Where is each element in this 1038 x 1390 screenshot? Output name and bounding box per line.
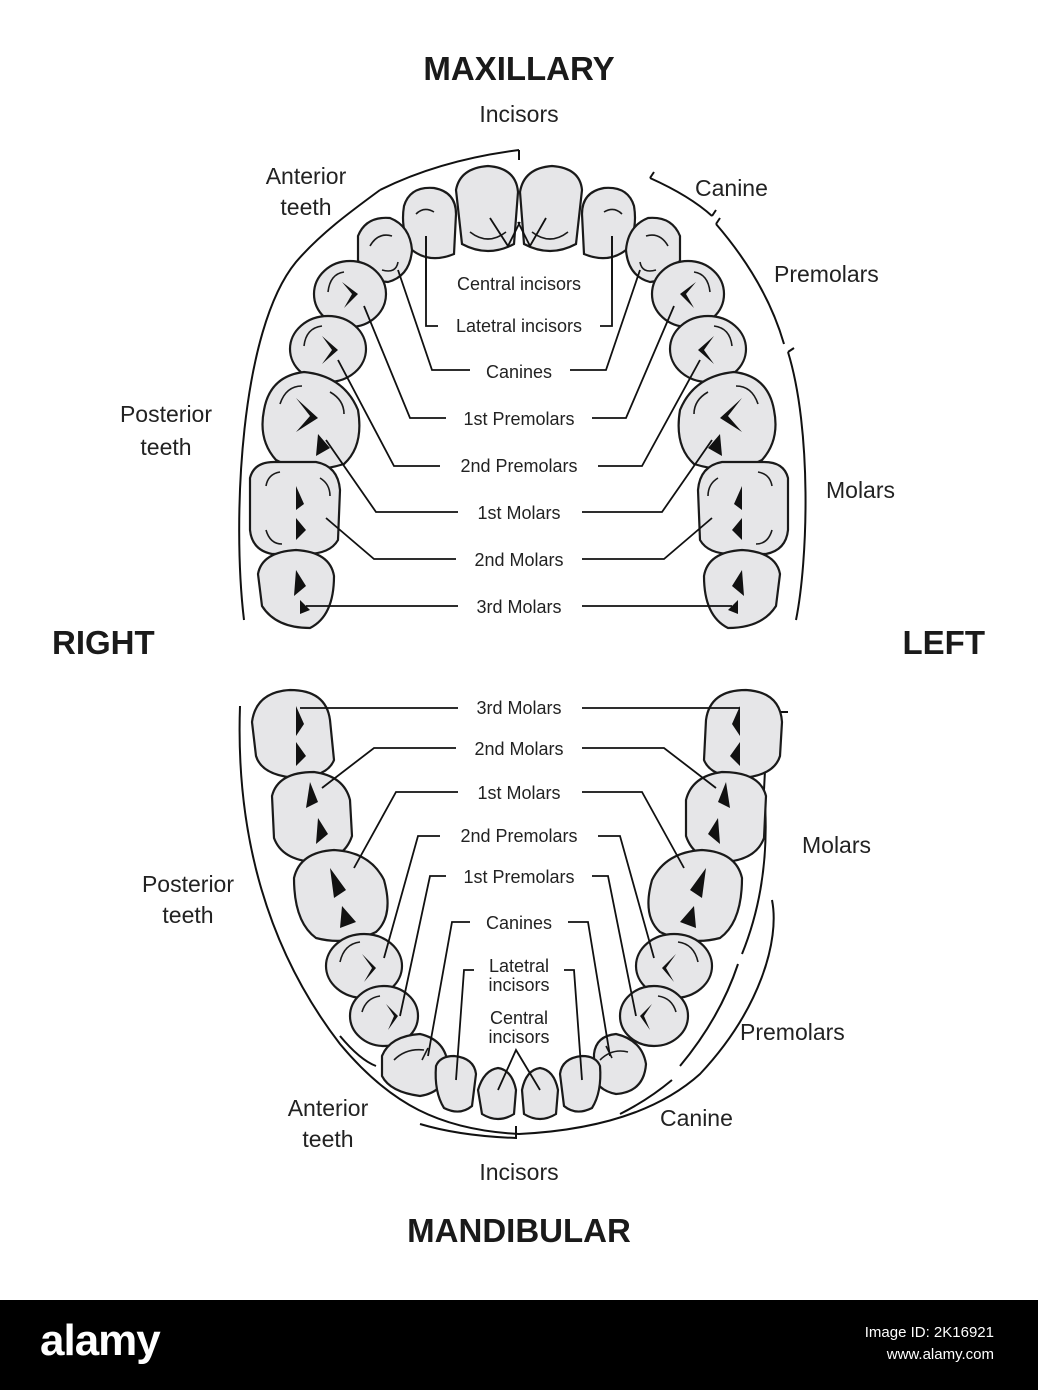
lower-label-lateral-incisors-2: incisors (488, 975, 549, 995)
upper-2nd-molar-left (696, 460, 790, 556)
upper-group-molars: Molars (826, 477, 895, 503)
mandibular-canine-bracket (619, 1079, 673, 1115)
lower-label-2nd-molars: 2nd Molars (474, 739, 563, 759)
upper-lateral-incisor-left (580, 186, 637, 260)
lower-label-central-incisors-1: Central (490, 1008, 548, 1028)
upper-label-2nd-premolars: 2nd Premolars (460, 456, 577, 476)
lower-label-2nd-premolars: 2nd Premolars (460, 826, 577, 846)
alamy-logo: alamy (40, 1316, 161, 1365)
upper-label-central-incisors: Central incisors (457, 274, 581, 294)
maxillary-leader-lines (306, 217, 732, 607)
lower-group-anterior-2: teeth (302, 1126, 353, 1152)
lower-lateral-incisor-right (434, 1054, 478, 1113)
maxillary-incisor-bracket (379, 149, 520, 191)
mandibular-incisor-bracket (419, 1123, 517, 1140)
lower-group-canine: Canine (660, 1105, 733, 1131)
image-id-block: Image ID: 2K16921 www.alamy.com (865, 1322, 994, 1366)
lower-1st-molar-right (292, 848, 389, 943)
upper-group-canine: Canine (695, 175, 768, 201)
lower-1st-premolar-right (348, 984, 420, 1048)
upper-group-anterior-2: teeth (280, 194, 331, 220)
upper-label-3rd-molars: 3rd Molars (476, 597, 561, 617)
left-side-heading: LEFT (903, 624, 985, 661)
maxillary-molar-bracket (787, 347, 807, 621)
lower-1st-premolar-left (618, 984, 690, 1048)
upper-group-anterior-1: Anterior (266, 163, 347, 189)
upper-label-canines: Canines (486, 362, 552, 382)
dental-chart: MAXILLARY MANDIBULAR RIGHT LEFT (52, 50, 985, 1249)
lower-group-incisors: Incisors (479, 1159, 558, 1185)
mandibular-anterior-bracket (339, 1035, 377, 1067)
right-side-heading: RIGHT (52, 624, 155, 661)
lower-1st-molar-left (647, 848, 744, 943)
upper-label-lateral-incisors: Latetral incisors (456, 316, 582, 336)
mandibular-premolar-bracket (679, 963, 739, 1067)
lower-central-incisor-right (476, 1066, 518, 1121)
lower-lateral-incisor-left (558, 1054, 602, 1113)
lower-group-posterior-2: teeth (162, 902, 213, 928)
upper-group-incisors: Incisors (479, 101, 558, 127)
upper-central-incisor-right (454, 164, 520, 253)
mandibular-teeth (250, 688, 784, 1121)
lower-label-1st-premolars: 1st Premolars (463, 867, 574, 887)
lower-central-incisor-left (520, 1066, 560, 1121)
upper-group-posterior-1: Posterior (120, 401, 212, 427)
lower-group-premolars: Premolars (740, 1019, 845, 1045)
mandibular-arch: 3rd Molars 2nd Molars 1st Molars 2nd Pre… (142, 688, 871, 1185)
lower-label-canines: Canines (486, 913, 552, 933)
mandibular-heading: MANDIBULAR (407, 1212, 631, 1249)
maxillary-canine-bracket (649, 171, 717, 217)
lower-group-molars: Molars (802, 832, 871, 858)
upper-label-1st-molars: 1st Molars (477, 503, 560, 523)
lower-label-3rd-molars: 3rd Molars (476, 698, 561, 718)
upper-canine-left (624, 216, 682, 284)
upper-central-incisor-left (518, 164, 584, 253)
upper-label-2nd-molars: 2nd Molars (474, 550, 563, 570)
lower-label-lateral-incisors-1: Latetral (489, 956, 549, 976)
lower-group-anterior-1: Anterior (288, 1095, 369, 1121)
watermark-footer: alamy Image ID: 2K16921 www.alamy.com (0, 1300, 1038, 1390)
image-id: Image ID: 2K16921 (864, 1324, 994, 1341)
lower-3rd-molar-right (250, 688, 336, 780)
lower-group-posterior-1: Posterior (142, 871, 234, 897)
upper-group-posterior-2: teeth (140, 434, 191, 460)
mandibular-outer-arc (238, 705, 775, 1136)
maxillary-arch: Central incisors Latetral incisors Canin… (120, 101, 895, 630)
lower-label-1st-molars: 1st Molars (477, 783, 560, 803)
site-url: www.alamy.com (886, 1346, 994, 1363)
lower-2nd-molar-right (270, 770, 354, 864)
upper-label-1st-premolars: 1st Premolars (463, 409, 574, 429)
maxillary-heading: MAXILLARY (423, 50, 614, 87)
upper-group-premolars: Premolars (774, 261, 879, 287)
maxillary-outer-arc (238, 189, 381, 621)
maxillary-teeth (248, 164, 790, 630)
maxillary-premolar-bracket (715, 217, 785, 345)
upper-2nd-molar-right (248, 460, 342, 556)
lower-label-central-incisors-2: incisors (488, 1027, 549, 1047)
lower-3rd-molar-left (702, 688, 784, 780)
mandibular-leader-lines (300, 707, 740, 1091)
